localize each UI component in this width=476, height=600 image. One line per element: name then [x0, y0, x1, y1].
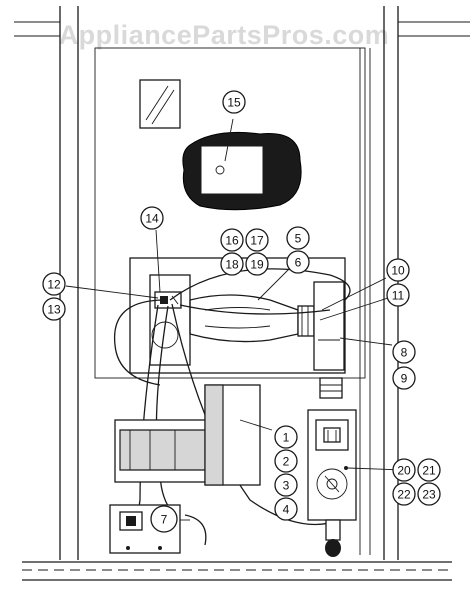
callout-14: 14	[140, 206, 164, 230]
callout-12: 12	[42, 272, 66, 296]
svg-text:9: 9	[401, 372, 408, 386]
burner-opening	[182, 118, 302, 211]
svg-text:20: 20	[397, 464, 411, 478]
callout-11: 11	[386, 283, 410, 307]
callout-18: 18	[220, 252, 244, 276]
gas-valve	[307, 377, 357, 557]
svg-text:12: 12	[47, 278, 61, 292]
watermark-text: AppliancePartsPros.com	[59, 20, 390, 50]
callout-1: 1	[274, 425, 298, 449]
callouts: 1 2 3 4 5 6 7 8 9 10 11 12 13 14 15 16 1…	[42, 90, 441, 533]
svg-text:19: 19	[250, 258, 264, 272]
callout-17: 17	[245, 228, 269, 252]
svg-text:3: 3	[283, 479, 290, 493]
svg-text:22: 22	[397, 488, 411, 502]
callout-2: 2	[274, 449, 298, 473]
callout-4: 4	[274, 497, 298, 521]
callout-9: 9	[392, 366, 416, 390]
svg-text:18: 18	[225, 258, 239, 272]
svg-text:17: 17	[250, 234, 264, 248]
callout-3: 3	[274, 473, 298, 497]
svg-text:6: 6	[295, 256, 302, 270]
callout-8: 8	[392, 340, 416, 364]
svg-text:15: 15	[227, 96, 241, 110]
svg-text:2: 2	[283, 455, 290, 469]
callout-15: 15	[222, 90, 246, 114]
callout-5: 5	[286, 226, 310, 250]
callout-10: 10	[386, 258, 410, 282]
callout-21: 21	[417, 458, 441, 482]
svg-text:16: 16	[225, 234, 239, 248]
callout-13: 13	[42, 297, 66, 321]
svg-text:7: 7	[161, 513, 168, 527]
access-panel	[94, 47, 366, 379]
callout-23: 23	[417, 482, 441, 506]
svg-text:13: 13	[47, 303, 61, 317]
junction-box	[109, 504, 190, 554]
sight-glass	[139, 79, 181, 129]
svg-text:1: 1	[283, 431, 290, 445]
callout-19: 19	[245, 252, 269, 276]
svg-text:14: 14	[145, 212, 159, 226]
svg-text:11: 11	[392, 289, 405, 303]
svg-text:21: 21	[422, 464, 436, 478]
svg-text:4: 4	[283, 503, 290, 517]
callout-6: 6	[286, 250, 310, 274]
svg-text:8: 8	[401, 346, 408, 360]
callout-22: 22	[392, 482, 416, 506]
control-board	[114, 384, 273, 486]
callout-16: 16	[220, 228, 244, 252]
svg-text:23: 23	[422, 488, 436, 502]
callout-7: 7	[150, 505, 178, 533]
callout-20: 20	[392, 458, 416, 482]
svg-text:5: 5	[295, 232, 302, 246]
cabinet-frame	[14, 6, 470, 581]
burner-assembly	[129, 257, 346, 374]
svg-text:10: 10	[391, 264, 405, 278]
